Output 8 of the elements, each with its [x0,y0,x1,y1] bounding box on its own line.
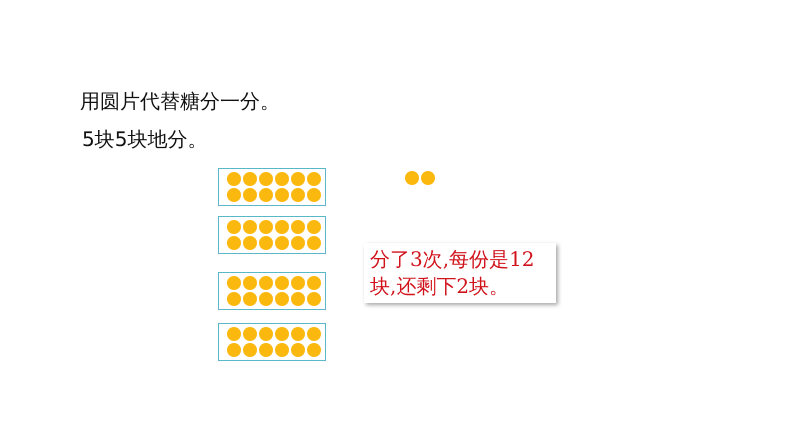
callout-box [364,243,556,303]
callout-text: 分了3次,每份是12块,还剩下2块。 [370,246,536,300]
counter-tray [218,323,326,361]
counter-tray [218,216,326,254]
instruction-text: 用圆片代替糖分一分。 [80,88,280,115]
counter-tray [218,168,326,206]
instruction-text: 5块5块地分。 [82,126,208,153]
counter-tray [218,272,326,310]
